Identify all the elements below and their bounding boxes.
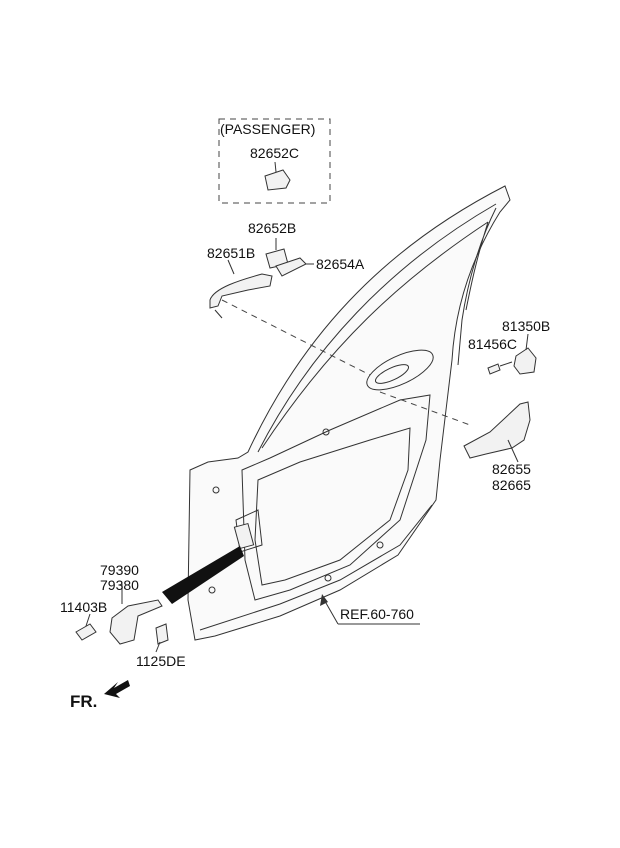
door-hole <box>324 574 332 582</box>
label-79390: 79390 <box>100 562 139 578</box>
door-panel-outline <box>187 185 511 641</box>
window-frame-inner <box>257 203 497 453</box>
handle-leader-solid <box>214 309 223 319</box>
latch-leader-dashed <box>379 391 471 426</box>
part-82651B-outside-handle <box>209 273 273 309</box>
front-direction-arrow <box>104 680 130 698</box>
label-79380: 79380 <box>100 577 139 593</box>
window-frame-rear <box>457 207 497 366</box>
part-81456C-screw <box>487 363 501 375</box>
label-81456C: 81456C <box>468 336 518 352</box>
label-82665: 82665 <box>492 477 531 493</box>
door-inner-panel-2 <box>254 427 411 586</box>
door-hole <box>208 586 216 594</box>
ref-arrowhead <box>320 594 328 606</box>
handle-leader-dashed <box>221 299 371 376</box>
label-82651B: 82651B <box>207 245 256 261</box>
part-82655-latch-assy <box>463 401 531 459</box>
label-82652C: 82652C <box>250 145 300 161</box>
label-82652B: 82652B <box>248 220 297 236</box>
label-82655: 82655 <box>492 461 531 477</box>
inside-handle-recess <box>366 349 434 391</box>
part-81350B-striker <box>513 347 537 375</box>
door-checker-mount <box>233 522 255 550</box>
label-11403B: 11403B <box>60 599 108 615</box>
door-lower-edge <box>199 504 433 631</box>
door-inner-panel <box>241 394 431 601</box>
label-passenger: (PASSENGER) <box>220 121 316 137</box>
label-81350B: 81350B <box>502 318 551 334</box>
door-hole <box>212 486 220 494</box>
part-1125DE-bolt <box>155 623 169 645</box>
part-79390-hinge <box>109 599 163 645</box>
door-hole <box>376 541 384 549</box>
part-82652C-cover <box>264 169 291 191</box>
door-hole <box>322 428 330 436</box>
inside-handle <box>374 364 410 384</box>
label-82654A: 82654A <box>316 256 365 272</box>
label-ref: REF.60-760 <box>340 606 414 622</box>
checker-leader-wedge <box>162 546 244 604</box>
part-11403B-bolt <box>75 623 97 641</box>
passenger-dashed-box <box>218 118 331 204</box>
label-fr: FR. <box>70 692 98 711</box>
label-1125DE: 1125DE <box>136 653 186 669</box>
